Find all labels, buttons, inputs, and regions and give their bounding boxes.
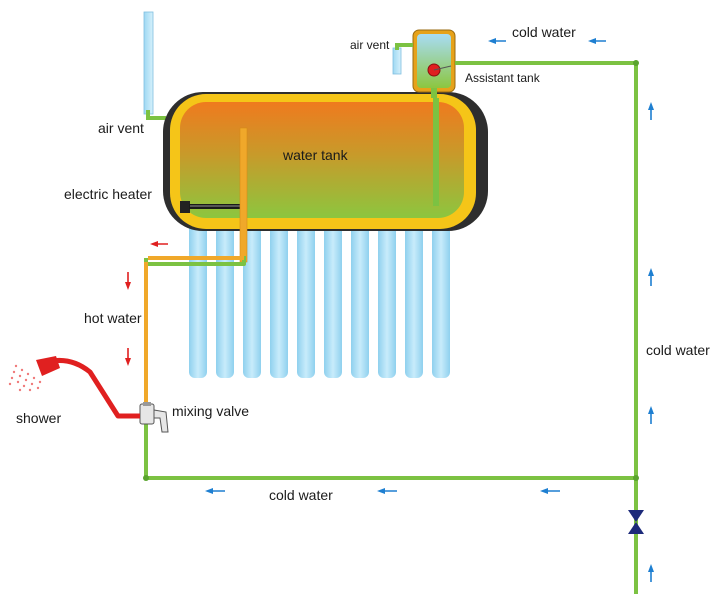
air-vent-pipe <box>143 11 166 120</box>
assistant-tank <box>412 29 456 98</box>
flow-arrow-icon <box>588 38 606 44</box>
shutoff-valve-icon <box>628 510 644 534</box>
electric-heater-element <box>180 201 241 213</box>
flow-arrows-cold <box>205 38 654 582</box>
label-shower: shower <box>16 410 62 426</box>
flow-arrow-icon <box>648 102 654 120</box>
label-mixing-valve: mixing valve <box>172 403 250 419</box>
assistant-air-vent <box>392 43 413 75</box>
vacuum-tube <box>378 222 396 378</box>
flow-arrow-icon <box>648 406 654 424</box>
flow-arrow-icon <box>205 488 225 494</box>
hot-water-pipe <box>144 256 244 405</box>
vacuum-tube <box>243 222 261 378</box>
label-air-vent-assistant: air vent <box>350 38 390 52</box>
flow-arrow-icon <box>150 241 168 247</box>
flow-arrows-hot <box>125 241 168 366</box>
vacuum-tube <box>405 222 423 378</box>
hot-water-riser <box>239 127 248 263</box>
water-spray <box>8 364 42 392</box>
flow-arrow-icon <box>540 488 560 494</box>
label-water-tank: water tank <box>283 147 348 163</box>
shower-icon <box>8 356 140 419</box>
tank-water <box>180 102 464 218</box>
vacuum-tube <box>189 222 207 378</box>
label-cold-water-right: cold water <box>646 342 710 358</box>
label-cold-water-bottom: cold water <box>269 487 333 503</box>
flow-arrow-icon <box>648 268 654 286</box>
inlet-pipe-inside-tank <box>433 98 439 206</box>
vacuum-tube <box>351 222 369 378</box>
label-cold-water-top: cold water <box>512 24 576 40</box>
vacuum-tube <box>270 222 288 378</box>
vacuum-tube <box>432 222 450 378</box>
vacuum-tube <box>297 222 315 378</box>
label-air-vent: air vent <box>98 120 144 136</box>
label-assistant-tank: Assistant tank <box>465 71 540 85</box>
flow-arrow-icon <box>125 348 131 366</box>
label-hot-water: hot water <box>84 310 142 326</box>
vacuum-tubes <box>189 222 450 378</box>
vacuum-tube <box>216 222 234 378</box>
vacuum-tube <box>324 222 342 378</box>
flow-arrow-icon <box>648 564 654 582</box>
cold-water-bottom-pipe <box>144 420 636 480</box>
flow-arrow-icon <box>377 488 397 494</box>
label-electric-heater: electric heater <box>64 186 152 202</box>
mixing-valve-icon <box>139 402 169 433</box>
flow-arrow-icon <box>125 272 131 290</box>
flow-arrow-icon <box>488 38 506 44</box>
shower-head <box>36 356 60 376</box>
